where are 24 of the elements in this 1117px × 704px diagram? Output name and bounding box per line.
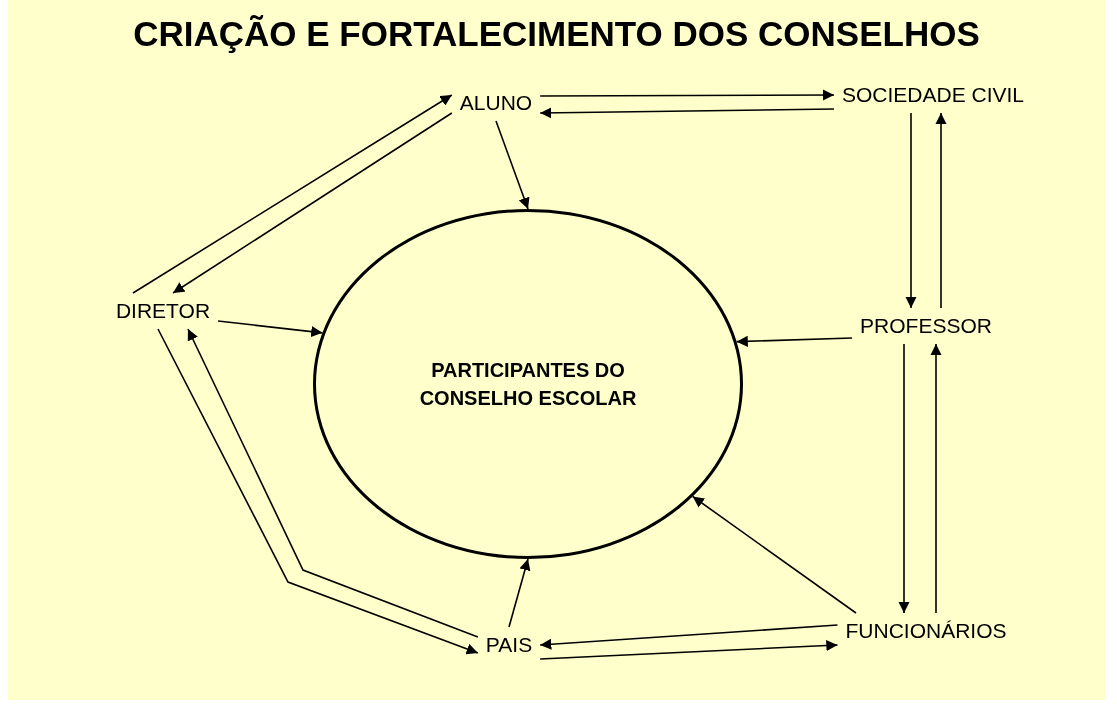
arrow — [508, 558, 531, 628]
arrow — [898, 343, 910, 614]
arrow — [539, 107, 835, 119]
arrow — [539, 89, 835, 101]
arrow — [539, 639, 839, 660]
arrow — [539, 624, 839, 650]
participant-label: ALUNO — [451, 85, 541, 121]
arrow — [691, 495, 857, 614]
diagram-title: CRIAÇÃO E FORTALECIMENTO DOS CONSELHOS — [132, 14, 981, 54]
arrow — [735, 335, 853, 347]
arrow — [935, 112, 947, 309]
participants-ellipse — [313, 209, 743, 559]
arrow — [132, 94, 453, 294]
participant-label: PAIS — [477, 627, 541, 663]
participant-label: PROFESSOR — [852, 308, 1000, 344]
ellipse-label: PARTICIPANTES DO CONSELHO ESCOLAR — [418, 358, 638, 411]
arrow — [217, 320, 324, 338]
arrow — [905, 112, 917, 309]
participant-label: DIRETOR — [107, 293, 219, 329]
arrow — [495, 120, 530, 210]
arrow — [930, 343, 942, 614]
arrow — [172, 112, 453, 294]
participant-label: FUNCIONÁRIOS — [837, 613, 1015, 649]
participant-label: SOCIEDADE CIVIL — [833, 77, 1033, 113]
